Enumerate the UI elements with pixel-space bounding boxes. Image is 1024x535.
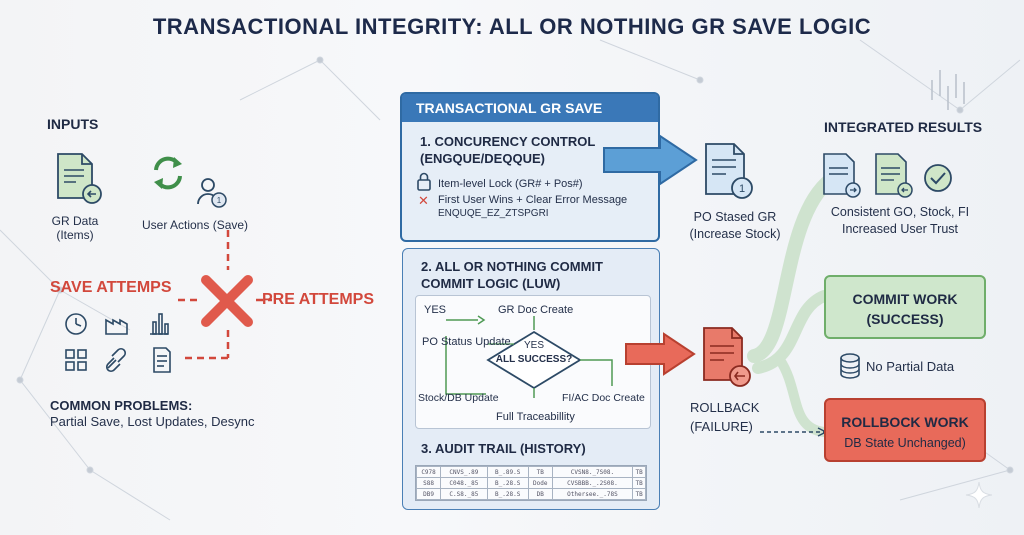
po-staged-label: PO Stased GR (Increase Stock) xyxy=(689,210,781,241)
result-document-icon xyxy=(823,153,861,198)
svg-text:1: 1 xyxy=(739,183,745,195)
database-icon xyxy=(840,353,860,379)
rollback-document-icon xyxy=(703,327,751,387)
conflict-lines xyxy=(178,230,272,360)
sparkle-icon xyxy=(965,481,993,509)
refresh-icon xyxy=(154,156,182,190)
gr-data-label: GR Data (Items) xyxy=(51,214,99,242)
fi-ac-doc-create-label: FI/AC Doc Create xyxy=(562,392,645,404)
commit-work-box: COMMIT WORK (SUCCESS) xyxy=(824,275,986,339)
gr-doc-create-label: GR Doc Create xyxy=(498,304,574,316)
po-staged-document-icon: 1 xyxy=(705,143,753,199)
yes-top-label: YES xyxy=(424,304,447,316)
decision-label: ALL SUCCESS? xyxy=(495,354,573,365)
checkmark-icon xyxy=(924,164,952,192)
user-icon: 1 xyxy=(197,178,227,208)
svg-text:1: 1 xyxy=(217,196,222,205)
section3-title: 3. AUDIT TRAIL (HISTORY) xyxy=(421,441,586,456)
common-problems-text: Partial Save, Lost Updates, Desync xyxy=(50,414,255,429)
pre-attempts-label: PRE ATTEMPS xyxy=(262,291,375,308)
panel-header: TRANSACTIONAL GR SAVE xyxy=(402,94,658,122)
blue-arrow-icon xyxy=(603,134,698,186)
decision-yes-label: YES xyxy=(523,340,544,351)
integrated-results-text: Consistent GO, Stock, FI Increased User … xyxy=(830,205,970,236)
section1-title: 1. CONCURENCY CONTROL (ENGQUE/DEQQUE) xyxy=(420,134,596,166)
result-ledger-icon xyxy=(875,153,913,198)
page-title: TRANSACTIONAL INTEGRITY: ALL OR NOTHING … xyxy=(152,14,872,39)
po-status-update-label: PO Status Update xyxy=(422,336,511,348)
error-x-icon: ✕ xyxy=(418,193,429,208)
conflict-x-icon xyxy=(201,275,253,327)
common-problems-heading: COMMON PROBLEMS: xyxy=(50,398,193,413)
no-partial-data-label: No Partial Data xyxy=(866,359,955,374)
red-arrow-icon xyxy=(625,332,696,376)
user-actions-label: User Actions (Save) xyxy=(142,218,249,232)
gr-data-document-icon xyxy=(57,153,102,204)
rollback-label: ROLLBACK (FAILURE) xyxy=(690,400,760,434)
inputs-heading: INPUTS xyxy=(47,116,99,132)
lock-icon xyxy=(417,172,431,191)
commit-logic-panel: 2. ALL OR NOTHING COMMIT COMMIT LOGIC (L… xyxy=(402,248,660,510)
luw-flow-diagram xyxy=(445,315,613,398)
first-user-text: First User Wins + Clear Error Message xyxy=(438,194,628,206)
lock-text: Item-level Lock (GR# + Pos#) xyxy=(438,178,583,190)
luw-flow-box: YES GR Doc Create PO Status Update YES A… xyxy=(415,295,651,429)
save-attempts-label: SAVE ATTEMPS xyxy=(50,279,172,296)
rollback-work-box: ROLLBOCK WORK DB State Unchanged) xyxy=(824,398,986,462)
integrated-results-heading: INTEGRATED RESULTS xyxy=(824,119,983,135)
transactional-gr-save-panel: TRANSACTIONAL GR SAVE 1. CONCURENCY CONT… xyxy=(400,92,660,242)
result-connectors xyxy=(747,173,837,437)
enqueue-text: ENQUQE_EZ_ZTSPGRI xyxy=(438,208,549,219)
section2-title: 2. ALL OR NOTHING COMMIT COMMIT LOGIC (L… xyxy=(421,259,603,291)
full-traceability-label: Full Traceabillity xyxy=(496,411,575,423)
problem-icons-grid xyxy=(65,313,171,373)
stock-db-update-label: Stock/DB Update xyxy=(418,392,499,404)
